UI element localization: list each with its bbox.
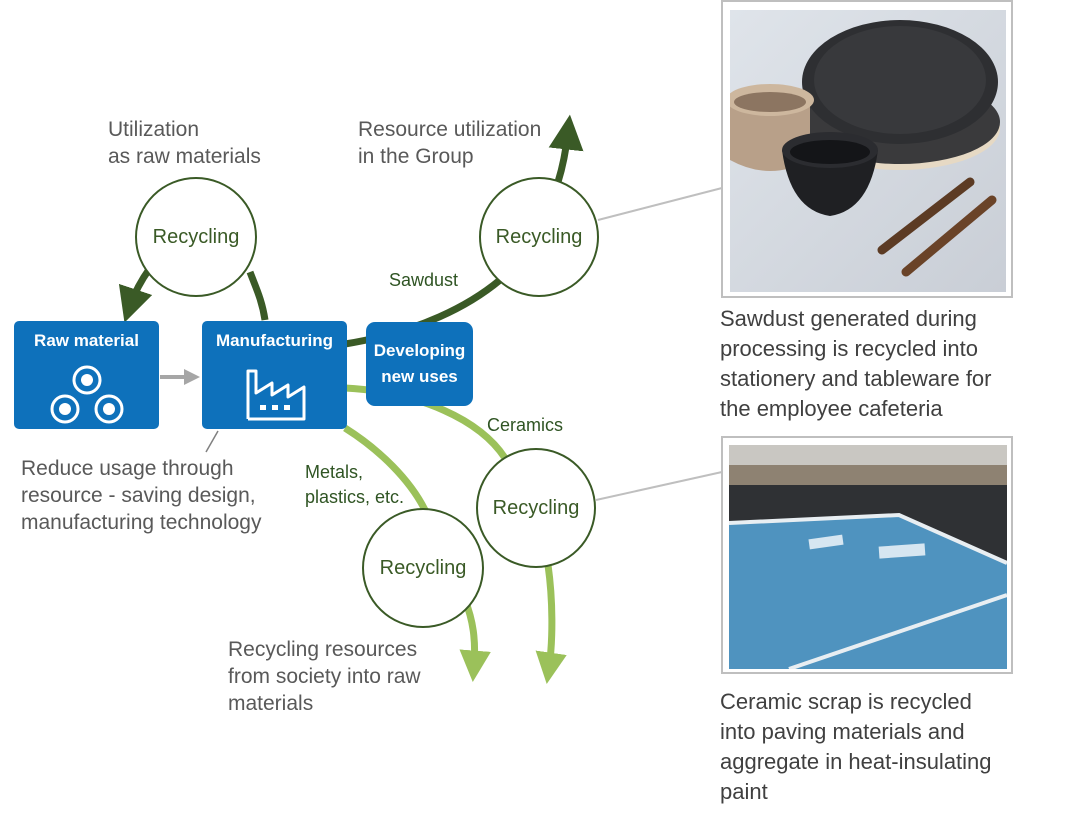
arrow-ceramics-down	[535, 564, 567, 684]
connector-sawdust-photo	[597, 187, 723, 221]
tableware-stationery-image	[730, 10, 1006, 292]
recycling-circle-top-right: Recycling	[479, 177, 599, 297]
connector-ceramic-photo	[595, 471, 723, 501]
sawdust-products-photo	[721, 0, 1013, 298]
arrow-to-group	[548, 114, 584, 184]
label-metals: Metals, plastics, etc.	[305, 462, 405, 507]
arrow-loop-right	[246, 270, 269, 321]
sawdust-caption: Sawdust generated during processing is r…	[720, 306, 992, 421]
label-resource-group: Resource utilization in the Group	[358, 118, 542, 168]
arrow-metals	[343, 425, 429, 512]
three-circles-icon	[50, 365, 124, 424]
recycling-circle-top-left: Recycling	[135, 177, 257, 297]
developing-new-uses-box: Developing new uses	[366, 322, 473, 406]
factory-icon	[246, 369, 306, 421]
label-ceramics: Ceramics	[487, 415, 564, 435]
ceramic-caption: Ceramic scrap is recycled into paving ma…	[720, 689, 992, 804]
raw-material-label: Raw material	[34, 331, 139, 350]
label-recycling-society: Recycling resources from society into ra…	[228, 638, 421, 715]
manufacturing-label: Manufacturing	[215, 331, 334, 350]
recycling-circle-ceramics: Recycling	[476, 448, 596, 568]
manufacturing-box: Manufacturing	[202, 321, 347, 429]
recycling-circle-metals: Recycling	[362, 508, 484, 628]
paving-photo	[721, 436, 1013, 674]
blue-paving-image	[729, 445, 1007, 669]
label-reduce-usage: Reduce usage through resource - saving d…	[21, 457, 262, 534]
label-sawdust: Sawdust	[389, 270, 459, 290]
raw-material-box: Raw material	[14, 321, 159, 429]
reduce-usage-pointer	[205, 430, 219, 453]
label-utilization-raw: Utilization as raw materials	[108, 118, 261, 168]
